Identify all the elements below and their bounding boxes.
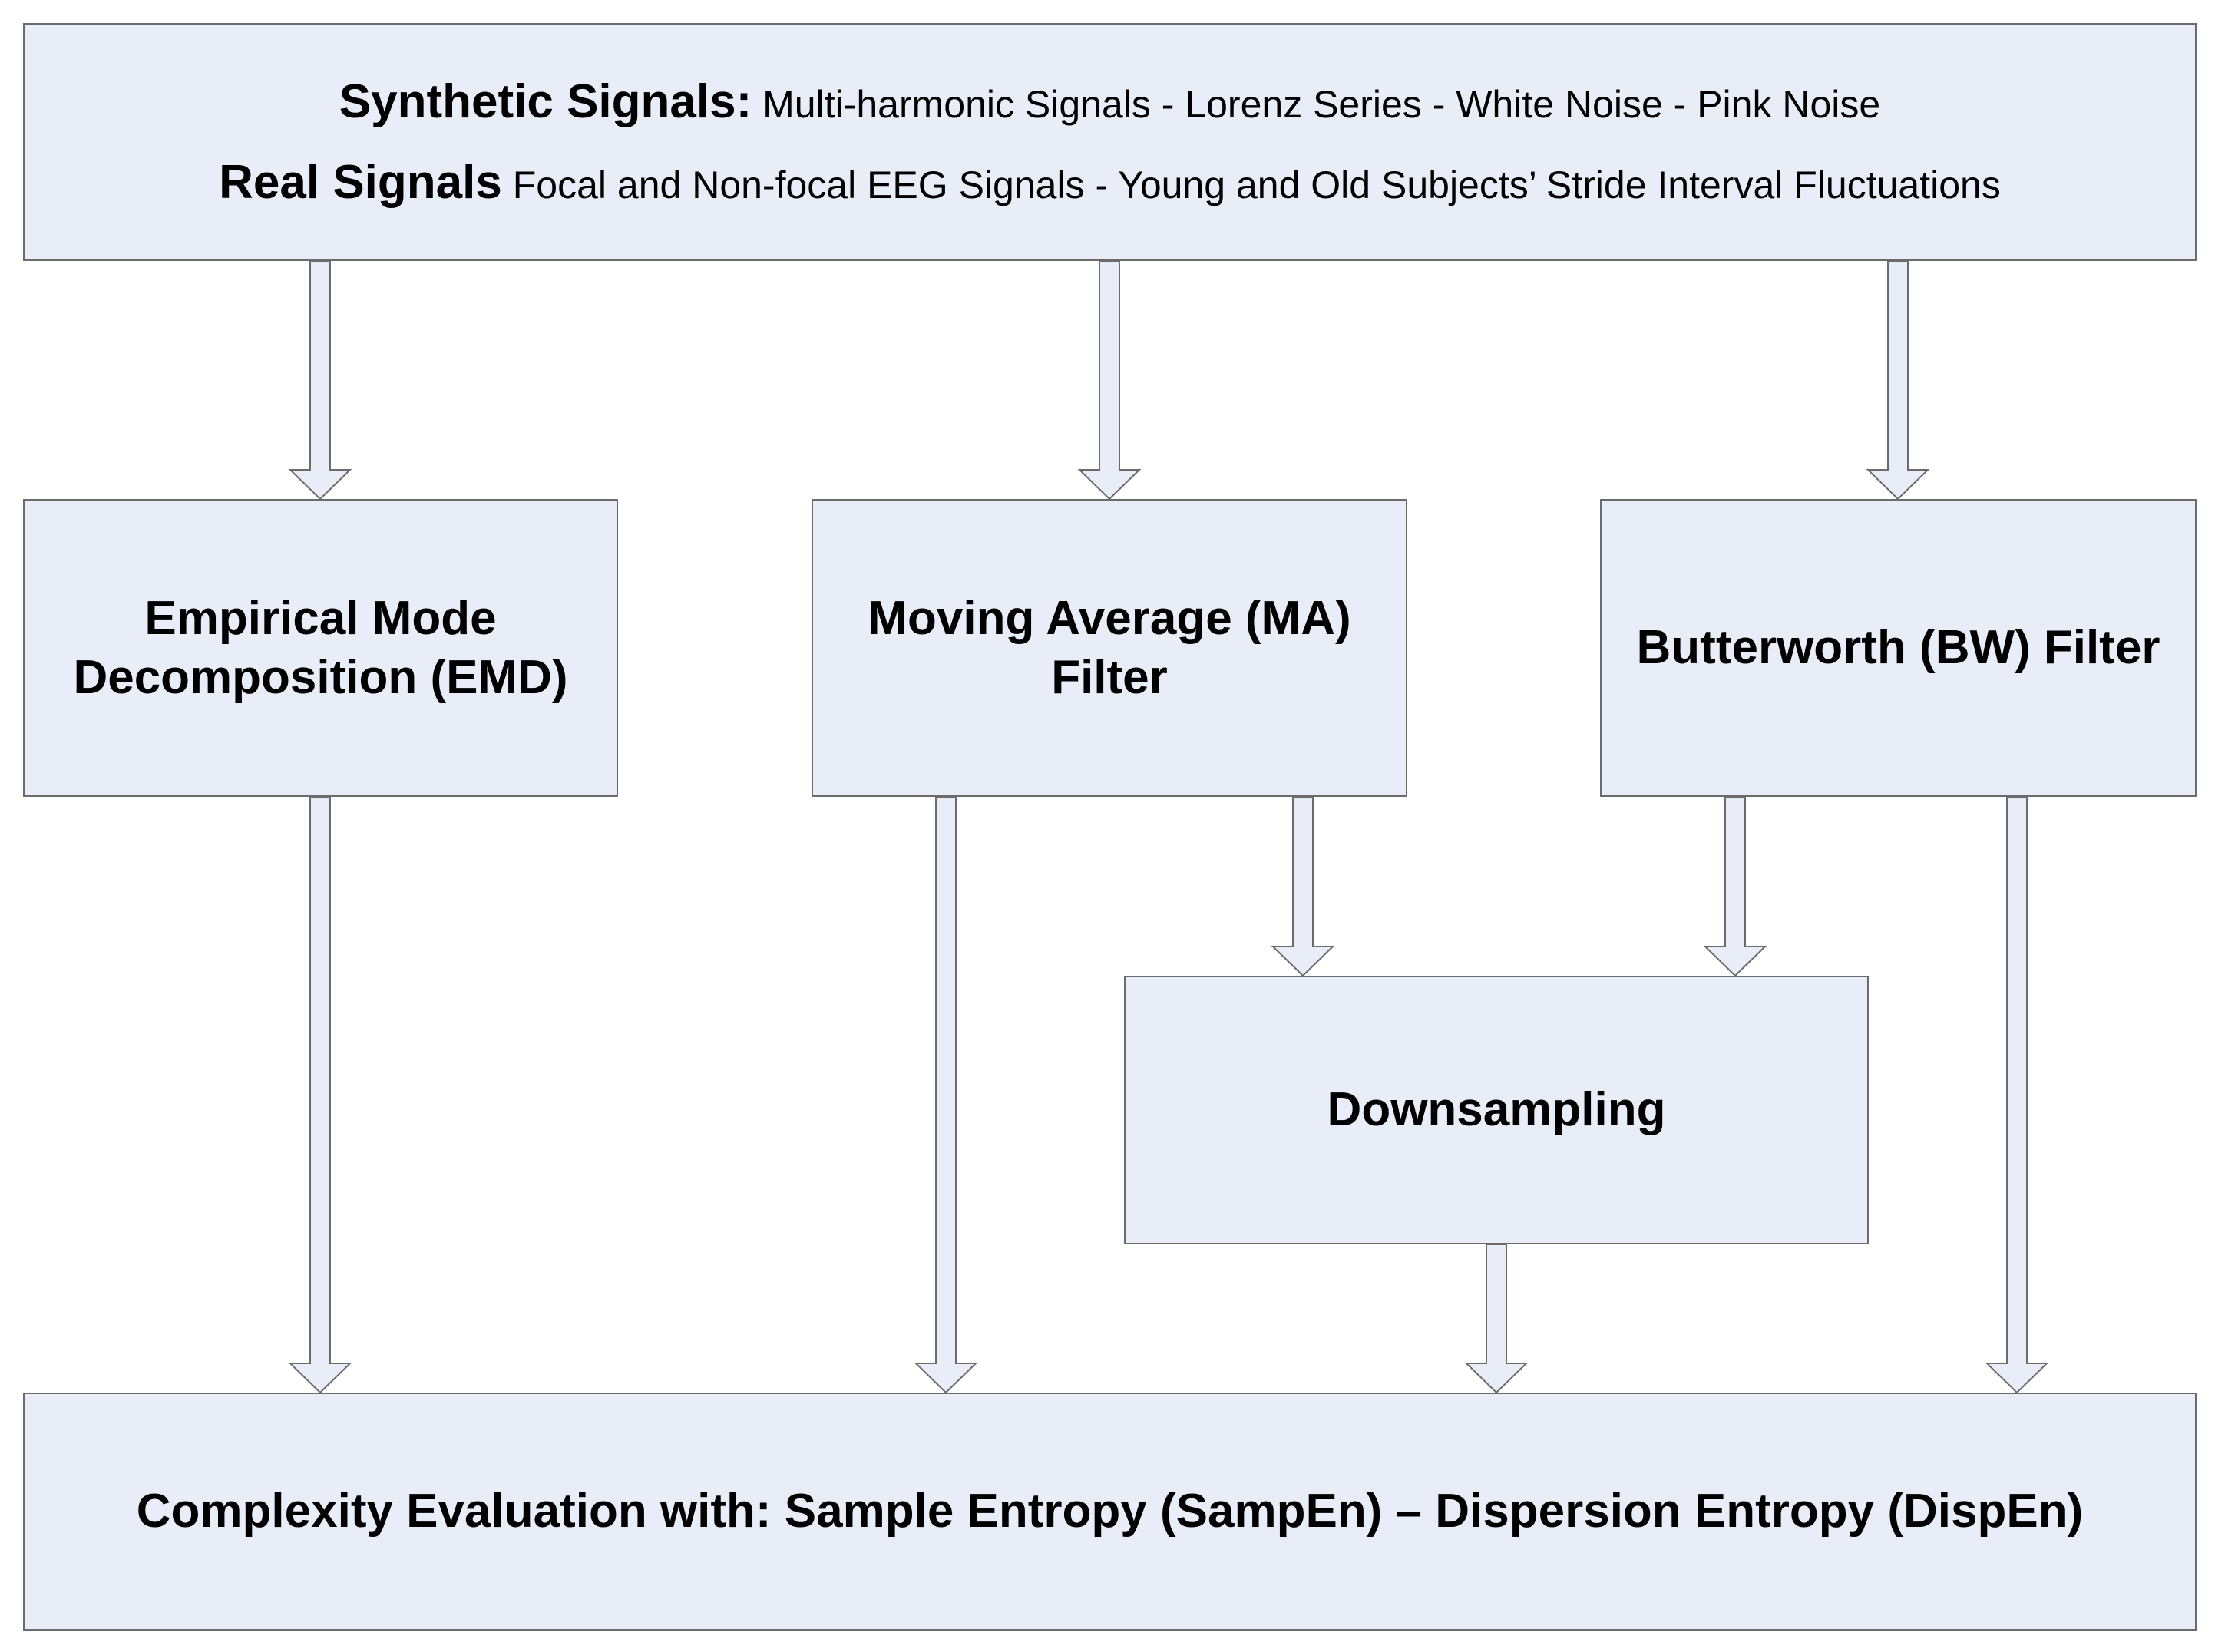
complexity-evaluation-label: Complexity Evaluation with: Sample Entro…	[136, 1485, 2084, 1538]
downsampling-box: Downsampling	[1124, 976, 1869, 1244]
ma-label-line2: Filter	[1051, 651, 1168, 704]
arrow-ma-to-evaluation	[914, 796, 978, 1394]
arrow-emd-to-evaluation	[288, 796, 352, 1394]
real-signals-list: Focal and Non-focal EEG Signals - Young …	[512, 164, 2001, 206]
bw-filter-box: Butterworth (BW) Filter	[1600, 499, 2197, 797]
signal-source-box: Synthetic Signals: Multi-harmonic Signal…	[23, 23, 2197, 261]
synthetic-signals-list: Multi-harmonic Signals - Lorenz Series -…	[762, 83, 1881, 126]
emd-box: Empirical Mode Decomposition (EMD)	[23, 499, 618, 797]
synthetic-signals-heading: Synthetic Signals:	[339, 75, 752, 128]
downsampling-label: Downsampling	[1327, 1083, 1666, 1137]
arrow-source-to-bw	[1866, 260, 1930, 501]
arrow-ma-to-downsampling	[1271, 796, 1335, 977]
emd-label-line1: Empirical Mode	[144, 591, 497, 645]
complexity-evaluation-box: Complexity Evaluation with: Sample Entro…	[23, 1393, 2197, 1631]
emd-label-line2: Decomposition (EMD)	[73, 651, 568, 704]
bw-label: Butterworth (BW) Filter	[1636, 621, 2160, 675]
arrow-source-to-ma	[1077, 260, 1142, 501]
ma-label-line1: Moving Average (MA)	[868, 591, 1351, 645]
ma-filter-box: Moving Average (MA) Filter	[812, 499, 1407, 797]
real-signals-heading: Real Signals	[219, 156, 502, 209]
arrow-source-to-emd	[288, 260, 352, 501]
arrow-bw-to-downsampling	[1703, 796, 1767, 977]
real-signals-line: Real Signals Focal and Non-focal EEG Sig…	[219, 155, 2001, 210]
synthetic-signals-line: Synthetic Signals: Multi-harmonic Signal…	[339, 74, 1880, 129]
arrow-downsampling-to-evaluation	[1464, 1244, 1529, 1394]
arrow-bw-to-evaluation	[1985, 796, 2049, 1394]
